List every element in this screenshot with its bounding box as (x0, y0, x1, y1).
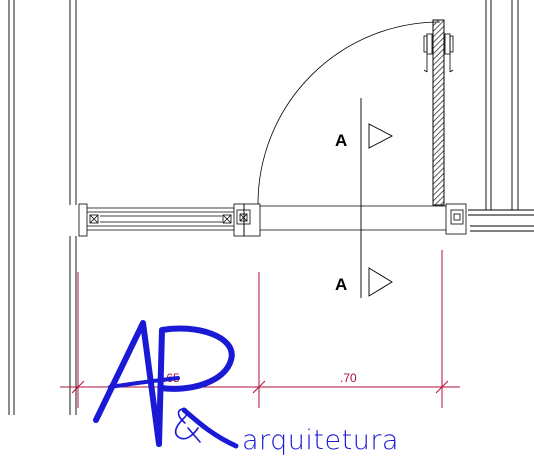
section-marker-top: A (335, 131, 347, 150)
logo-ampersand (174, 407, 201, 443)
logo-wordmark: arquitetura (242, 425, 399, 456)
section-arrow-top (368, 123, 393, 149)
section-marker-bottom: A (335, 275, 347, 294)
left-wall (8, 0, 77, 415)
right-wall (468, 0, 534, 232)
dimension-lines (60, 250, 460, 408)
logo-r-stroke (156, 325, 235, 447)
dimension-right: .70 (340, 371, 357, 385)
logo-r-leg (181, 407, 239, 449)
section-line (360, 98, 393, 298)
logo-a-crossbar (108, 376, 180, 389)
door-opening (257, 19, 467, 235)
window-assembly (78, 203, 261, 237)
section-arrow-bottom (368, 267, 393, 297)
logo (93, 320, 239, 449)
